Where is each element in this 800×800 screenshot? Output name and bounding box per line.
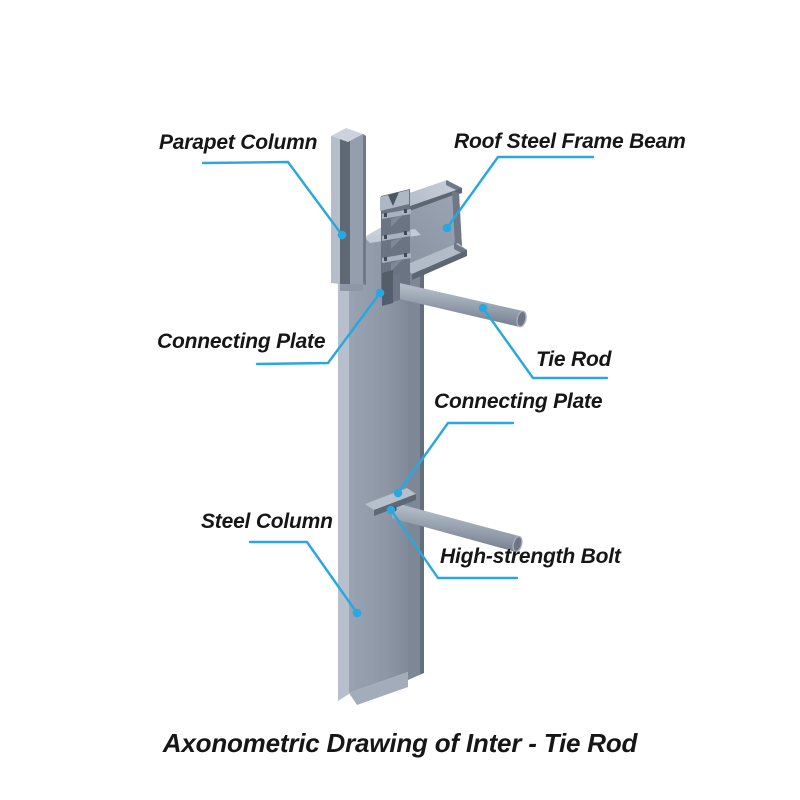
- parapet-column-3d: [331, 128, 366, 291]
- label-steel-column: Steel Column: [201, 510, 333, 533]
- leader-dot-high-strength-bolt: [386, 505, 396, 515]
- label-tie-rod: Tie Rod: [536, 348, 612, 371]
- label-connecting-plate-upper: Connecting Plate: [157, 330, 326, 353]
- label-roof-steel-frame-beam: Roof Steel Frame Beam: [454, 130, 686, 153]
- leader-dot-tie-rod: [478, 303, 488, 313]
- leader-high-strength-bolt: [389, 508, 519, 580]
- leader-dot-connecting-plate-upper: [375, 288, 385, 298]
- leader-connecting-plate-upper: [255, 291, 382, 366]
- leader-dot-roof-beam: [442, 223, 452, 233]
- label-parapet-column: Parapet Column: [159, 131, 318, 154]
- leader-dot-parapet-column: [337, 230, 347, 240]
- beam-connection-plates-3d: [364, 189, 421, 297]
- leader-steel-column: [248, 540, 359, 615]
- leader-parapet-column: [201, 160, 344, 237]
- diagram-title: Axonometric Drawing of Inter - Tie Rod: [162, 728, 638, 758]
- label-connecting-plate-lower: Connecting Plate: [434, 390, 603, 413]
- leader-roof-beam: [445, 155, 595, 230]
- leader-dot-steel-column: [352, 608, 362, 618]
- label-high-strength-bolt: High-strength Bolt: [440, 545, 621, 568]
- leader-tie-rod: [481, 306, 609, 380]
- lower-tie-rod-3d: [392, 502, 523, 553]
- leader-connecting-plate-lower: [396, 421, 515, 495]
- leader-dot-connecting-plate-lower: [393, 488, 403, 498]
- leader-lines: [201, 155, 609, 618]
- upper-tie-rod-3d: [382, 270, 527, 328]
- steel-column-3d: [338, 225, 424, 705]
